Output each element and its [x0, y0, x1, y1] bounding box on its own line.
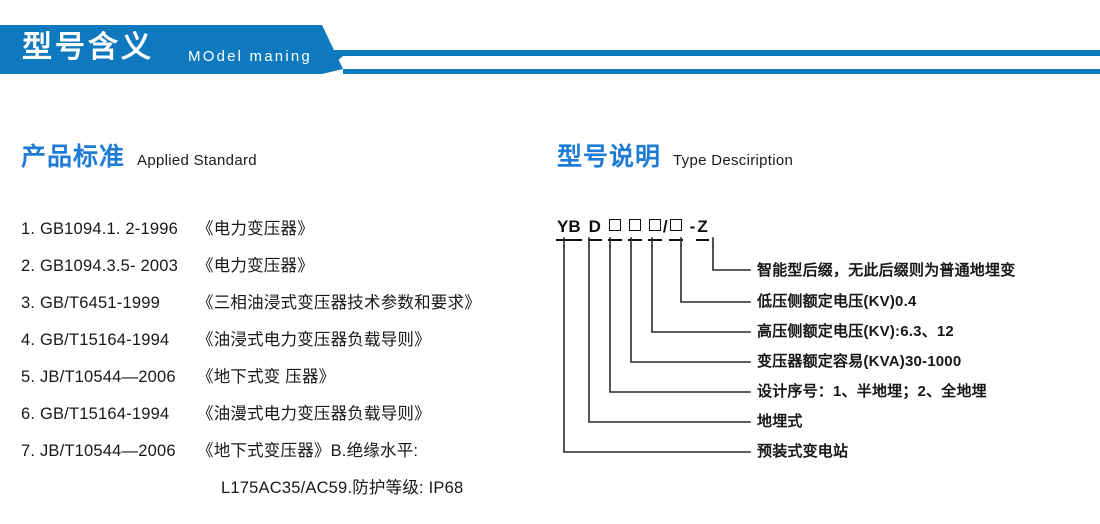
code-seg-box2: [627, 216, 642, 241]
standard-code: 4. GB/T15164-1994: [21, 331, 170, 349]
section-heading-applied-standard: 产品标准 Applied Standard: [21, 142, 257, 172]
code-box-icon: [608, 219, 621, 231]
standard-code: 2. GB1094.3.5- 2003: [21, 257, 178, 275]
code-seg-d: D: [587, 216, 602, 241]
list-item: 3. GB/T6451-1999 《三相油浸式变压器技术参数和要求》: [21, 289, 541, 326]
code-box-icon: [628, 219, 641, 231]
callout-label-design-no: 设计序号：1、半地埋；2、全地埋: [757, 383, 987, 400]
standard-title: 《油漫式电力变压器负载导则》: [197, 405, 431, 423]
header-banner: 型号含义 MOdel maning: [0, 0, 1100, 92]
standards-list: 1. GB1094.1. 2-1996 《电力变压器》 2. GB1094.3.…: [21, 215, 541, 516]
code-seg-slash: /: [662, 217, 668, 236]
section-heading-en: Type Desciription: [673, 152, 794, 169]
standard-code: 6. GB/T15164-1994: [21, 405, 170, 423]
section-heading-en: Applied Standard: [137, 152, 257, 169]
callout-label-hv-voltage: 高压侧额定电压(KV):6.3、12: [757, 323, 954, 340]
code-seg-dash: -: [689, 217, 696, 236]
list-item: 1. GB1094.1. 2-1996 《电力变压器》: [21, 215, 541, 252]
standard-title: 《三相油浸式变压器技术参数和要求》: [197, 294, 481, 312]
callout-label-substation: 预装式变电站: [757, 443, 849, 460]
standard-title: 《电力变压器》: [197, 220, 314, 238]
code-seg-box4: [668, 216, 683, 241]
list-item: 7. JB/T10544—2006 《地下式变压器》B.绝缘水平:: [21, 437, 541, 474]
code-seg-box3: [647, 216, 662, 241]
code-seg-yb: YB: [556, 216, 582, 241]
callout-label-lv-voltage: 低压侧额定电压(KV)0.4: [757, 293, 917, 310]
section-heading-type-description: 型号说明 Type Desciription: [557, 142, 793, 172]
callout-label-capacity: 变压器额定容易(KVA)30-1000: [757, 353, 962, 370]
leader-lines: [563, 237, 751, 453]
standard-title: 《地下式变 压器》: [197, 368, 336, 386]
section-heading-cn: 型号说明: [557, 143, 662, 171]
list-item-continuation: L175AC35/AC59.防护等级: IP68: [21, 474, 541, 516]
code-seg-box1: [607, 216, 622, 241]
list-item: 2. GB1094.3.5- 2003 《电力变压器》: [21, 252, 541, 289]
list-item: 6. GB/T15164-1994 《油漫式电力变压器负载导则》: [21, 400, 541, 437]
code-box-icon: [648, 219, 661, 231]
callout-label-buried-type: 地埋式: [757, 413, 803, 430]
standard-code: 5. JB/T10544—2006: [21, 368, 176, 386]
standard-title: L175AC35/AC59.防护等级: IP68: [221, 479, 464, 497]
standard-title: 《电力变压器》: [197, 257, 314, 275]
code-box-icon: [669, 219, 682, 231]
list-item: 4. GB/T15164-1994 《油浸式电力变压器负载导则》: [21, 326, 541, 363]
list-item: 5. JB/T10544—2006 《地下式变 压器》: [21, 363, 541, 400]
code-seg-z: Z: [696, 216, 709, 241]
banner-shape: [0, 25, 1100, 74]
standard-title: 《地下式变压器》B.绝缘水平:: [197, 442, 419, 460]
standard-code: 7. JB/T10544—2006: [21, 442, 176, 460]
section-heading-cn: 产品标准: [21, 143, 126, 171]
banner-title-en: MOdel maning: [188, 48, 312, 65]
standard-code: 1. GB1094.1. 2-1996: [21, 220, 178, 238]
banner-title-cn: 型号含义: [22, 31, 154, 64]
standard-code: 3. GB/T6451-1999: [21, 294, 160, 312]
callout-label-suffix: 智能型后缀，无此后缀则为普通地埋变: [757, 262, 1016, 279]
standard-title: 《油浸式电力变压器负载导则》: [197, 331, 431, 349]
